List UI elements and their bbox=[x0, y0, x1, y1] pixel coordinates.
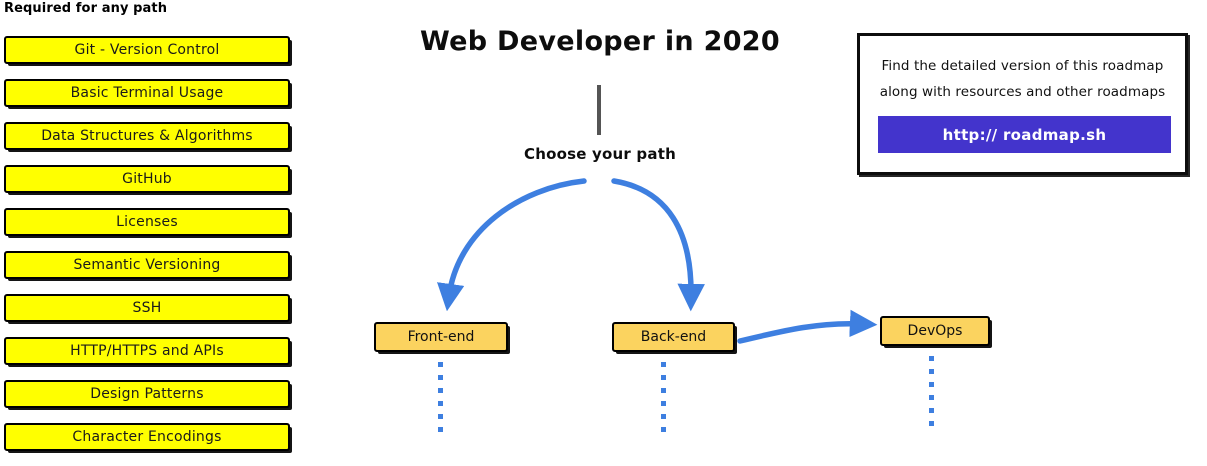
info-box-line-2: along with resources and other roadmaps bbox=[879, 84, 1166, 100]
required-item-github[interactable]: GitHub bbox=[4, 165, 290, 193]
required-item-label: SSH bbox=[132, 300, 162, 316]
arrow-to-backend bbox=[611, 178, 705, 312]
required-item-semantic-versioning[interactable]: Semantic Versioning bbox=[4, 251, 290, 279]
path-box-backend[interactable]: Back-end bbox=[612, 322, 735, 352]
required-item-design-patterns[interactable]: Design Patterns bbox=[4, 380, 290, 408]
required-item-label: Git - Version Control bbox=[74, 42, 220, 58]
required-item-label: Semantic Versioning bbox=[73, 257, 221, 273]
required-item-data-structures-algorithms[interactable]: Data Structures & Algorithms bbox=[4, 122, 290, 150]
info-box-line-1: Find the detailed version of this roadma… bbox=[881, 58, 1164, 74]
roadmap-link-label: http:// roadmap.sh bbox=[942, 125, 1107, 144]
choose-path-label: Choose your path bbox=[524, 145, 676, 163]
dotted-continuation-frontend bbox=[438, 362, 443, 440]
required-item-label: HTTP/HTTPS and APIs bbox=[70, 343, 224, 359]
required-item-label: Design Patterns bbox=[90, 386, 204, 402]
roadmap-link-button[interactable]: http:// roadmap.sh bbox=[878, 116, 1171, 153]
required-item-basic-terminal-usage[interactable]: Basic Terminal Usage bbox=[4, 79, 290, 107]
required-item-label: Licenses bbox=[116, 214, 178, 230]
arrow-to-frontend bbox=[437, 178, 587, 312]
required-item-label: GitHub bbox=[122, 171, 172, 187]
title-stem-connector bbox=[597, 85, 601, 135]
required-item-label: Character Encodings bbox=[72, 429, 222, 445]
required-item-http-https-apis[interactable]: HTTP/HTTPS and APIs bbox=[4, 337, 290, 365]
dotted-continuation-devops bbox=[929, 356, 934, 434]
required-section-header: Required for any path bbox=[4, 1, 168, 16]
info-box: Find the detailed version of this roadma… bbox=[857, 33, 1188, 175]
required-item-label: Data Structures & Algorithms bbox=[41, 128, 253, 144]
arrow-backend-to-devops bbox=[737, 309, 878, 344]
page-title: Web Developer in 2020 bbox=[420, 26, 780, 57]
required-item-git[interactable]: Git - Version Control bbox=[4, 36, 290, 64]
dotted-continuation-backend bbox=[661, 362, 666, 440]
required-item-character-encodings[interactable]: Character Encodings bbox=[4, 423, 290, 451]
required-item-licenses[interactable]: Licenses bbox=[4, 208, 290, 236]
path-box-label: Back-end bbox=[640, 329, 707, 345]
required-items-list: Git - Version Control Basic Terminal Usa… bbox=[4, 36, 290, 466]
required-item-label: Basic Terminal Usage bbox=[70, 85, 224, 101]
path-box-label: DevOps bbox=[907, 323, 963, 339]
required-item-ssh[interactable]: SSH bbox=[4, 294, 290, 322]
path-box-label: Front-end bbox=[407, 329, 475, 345]
path-box-frontend[interactable]: Front-end bbox=[374, 322, 508, 352]
path-box-devops[interactable]: DevOps bbox=[880, 316, 990, 346]
